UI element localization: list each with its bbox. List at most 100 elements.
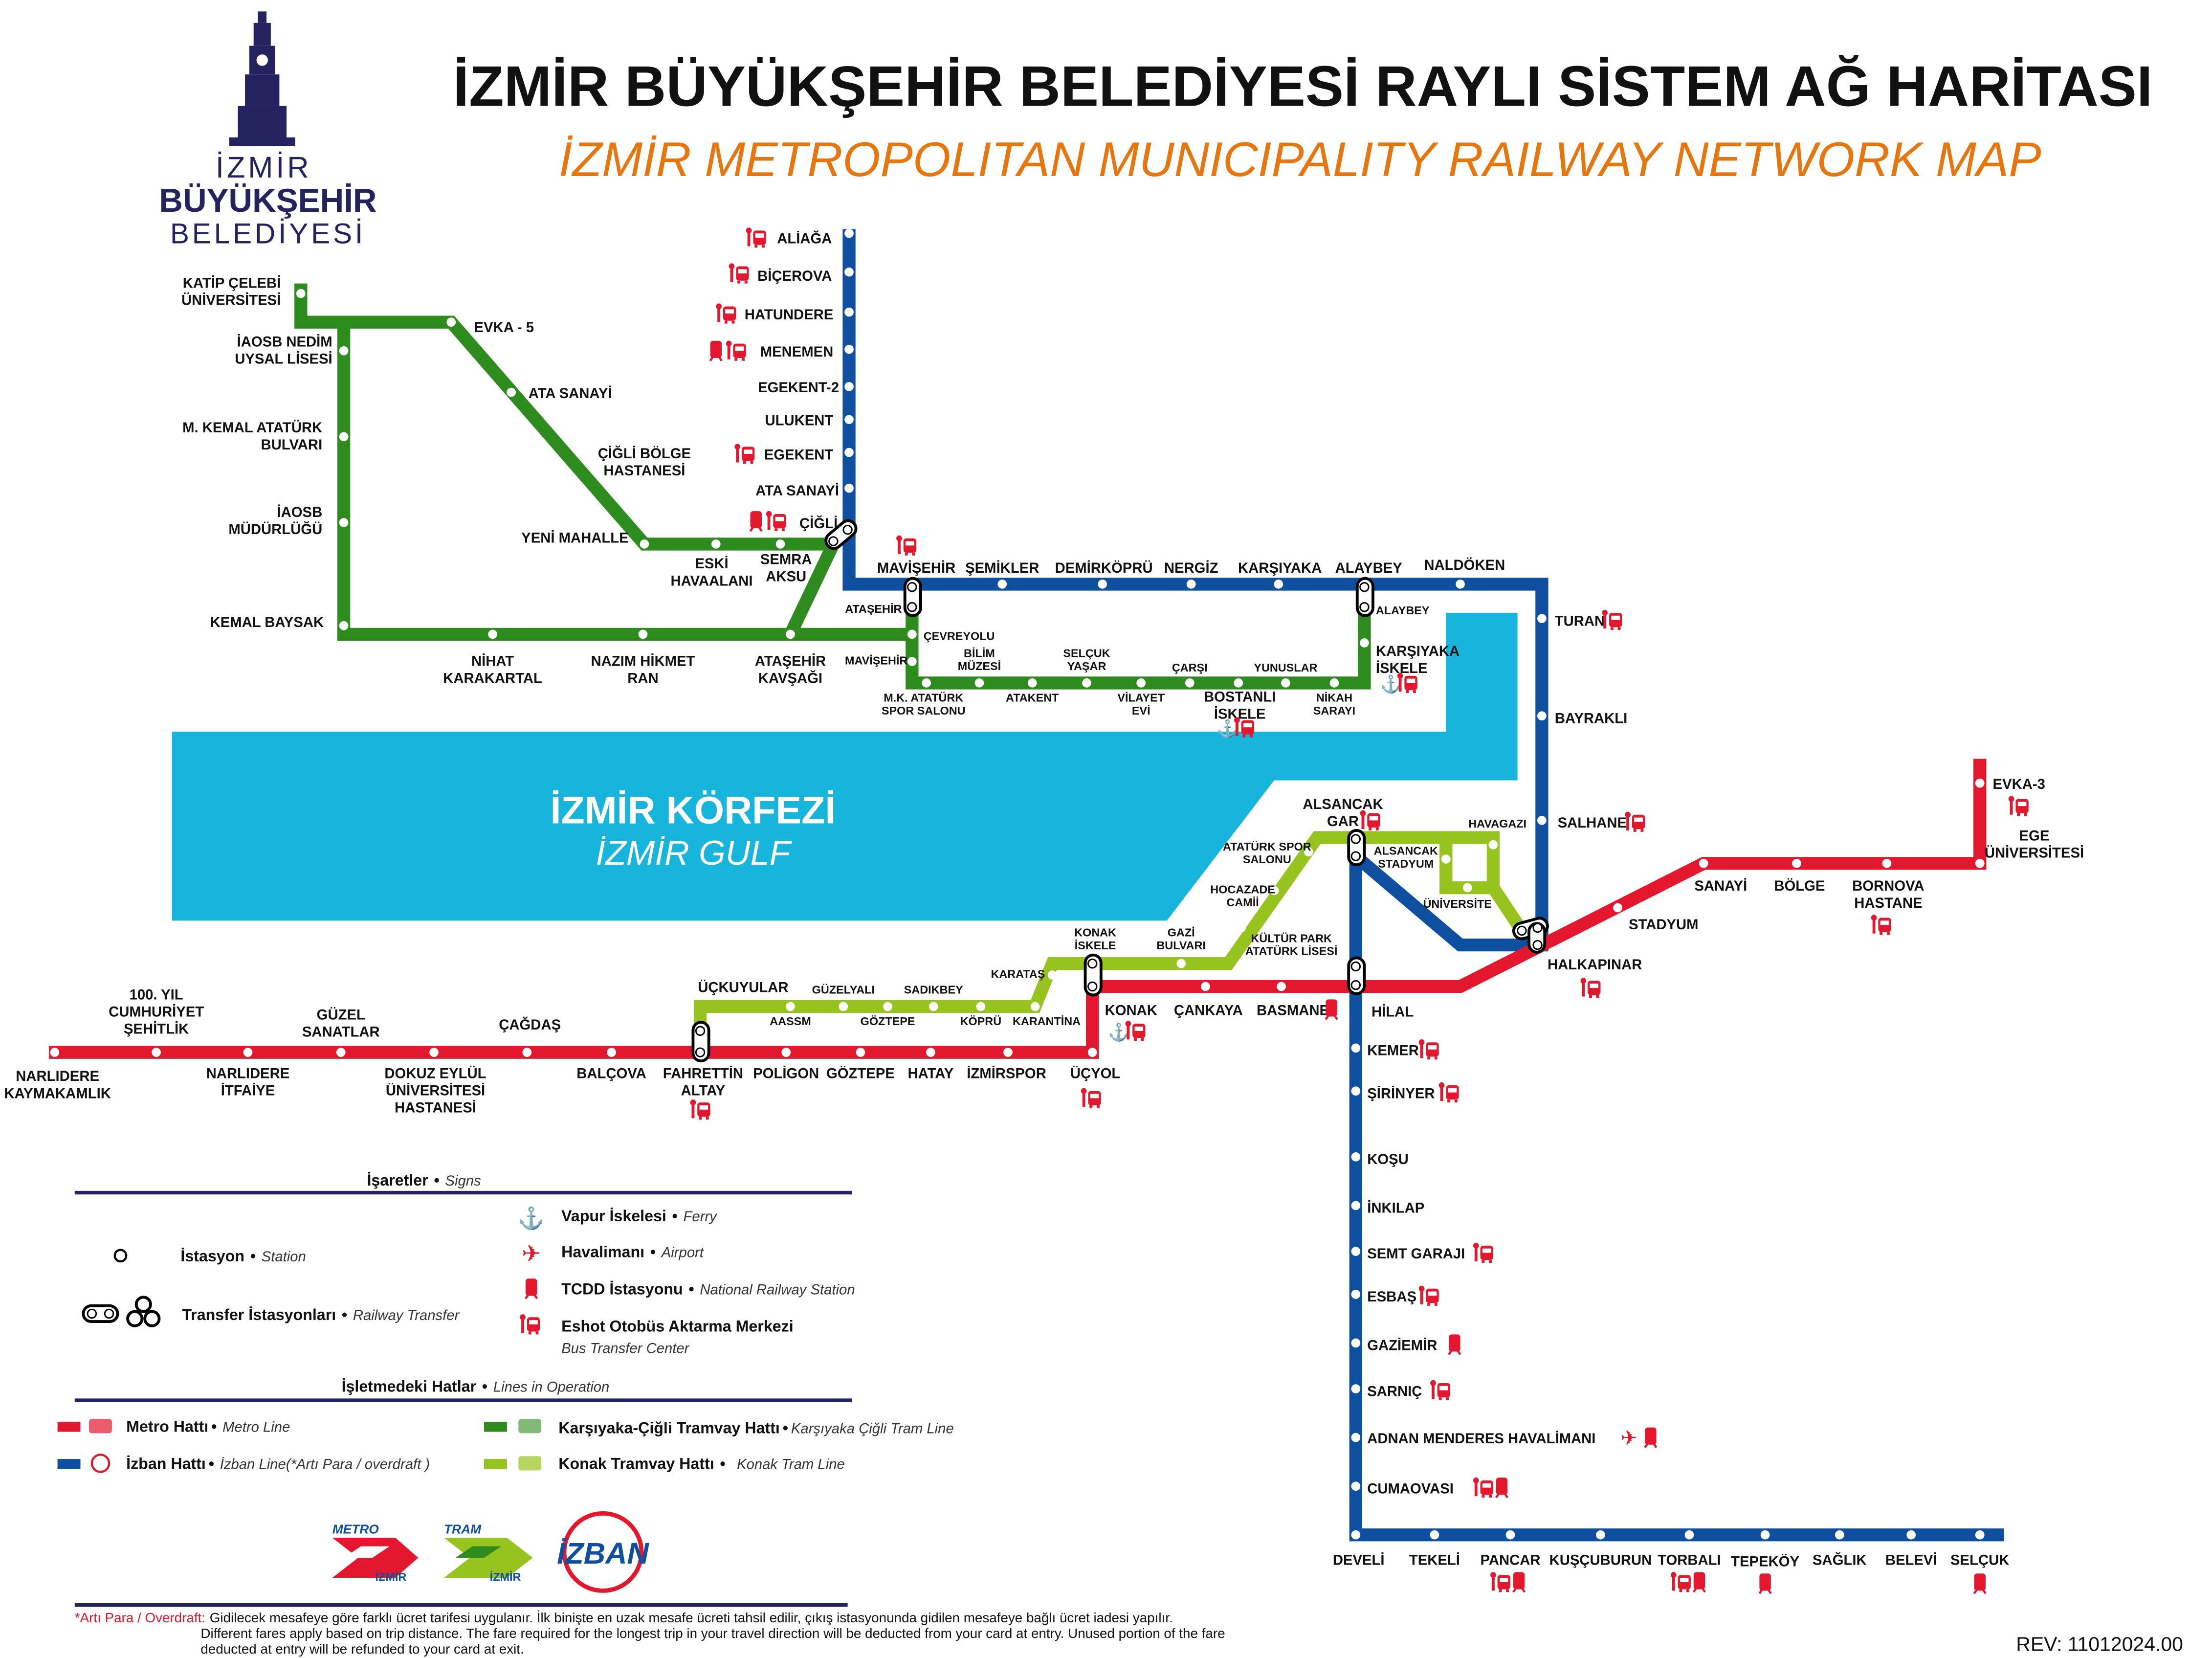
- station-dot[interactable]: [1351, 1338, 1361, 1348]
- station-metro[interactable]: SANAYİ: [1694, 858, 1747, 894]
- station-dot[interactable]: [1456, 580, 1465, 589]
- station-dot[interactable]: [1537, 711, 1547, 721]
- station-dot[interactable]: [1098, 580, 1107, 589]
- station-dot[interactable]: [1351, 1086, 1361, 1096]
- station-dot[interactable]: [1329, 678, 1339, 688]
- station-dot[interactable]: [1027, 678, 1037, 688]
- station-dot[interactable]: [1030, 1002, 1040, 1011]
- station-dot[interactable]: [997, 580, 1007, 589]
- station-dot[interactable]: [976, 1002, 986, 1011]
- station-konak_tram[interactable]: HAVAGAZI: [1468, 817, 1526, 850]
- station-izban[interactable]: SEMT GARAJI: [1351, 1243, 1493, 1263]
- station-dot[interactable]: [1047, 970, 1057, 980]
- station-dot[interactable]: [1441, 854, 1451, 864]
- station-dot[interactable]: [786, 629, 795, 639]
- station-dot[interactable]: [711, 539, 721, 549]
- station-dot[interactable]: [640, 539, 649, 549]
- station-metro[interactable]: KONAK⚓: [1105, 1003, 1157, 1042]
- station-cigli_tram[interactable]: YUNUSLAR: [1254, 661, 1318, 688]
- station-metro[interactable]: ÇAĞDAŞ: [499, 1016, 561, 1057]
- station-dot[interactable]: [1351, 1043, 1361, 1053]
- station-dot[interactable]: [1596, 1530, 1605, 1540]
- station-dot[interactable]: [152, 1048, 161, 1057]
- station-konak_tram[interactable]: SADIKBEY: [904, 984, 963, 1011]
- station-izban[interactable]: SELÇUK: [1950, 1530, 2009, 1593]
- station-dot[interactable]: [1237, 923, 1246, 933]
- station-dot[interactable]: [336, 1048, 346, 1057]
- station-izban[interactable]: SARNIÇ: [1351, 1380, 1451, 1401]
- station-cigli_tram[interactable]: ALAYBEY: [1376, 604, 1430, 617]
- station-dot[interactable]: [781, 1048, 791, 1057]
- station-dot[interactable]: [844, 382, 854, 391]
- station-konak_tram[interactable]: KARATAŞ: [991, 967, 1057, 980]
- station-dot[interactable]: [1082, 678, 1091, 688]
- station-dot[interactable]: [1699, 858, 1708, 868]
- station-izban[interactable]: ÇİĞLİ: [751, 511, 838, 532]
- station-dot[interactable]: [1176, 959, 1186, 968]
- station-dot[interactable]: [1613, 903, 1622, 913]
- station-dot[interactable]: [339, 346, 349, 356]
- station-dot[interactable]: [1277, 982, 1286, 991]
- station-izban[interactable]: HATUNDERE: [716, 303, 854, 324]
- station-metro[interactable]: ÇANKAYA: [1174, 982, 1243, 1019]
- station-dot[interactable]: [1003, 1048, 1013, 1057]
- station-cigli_tram[interactable]: ATAKENT: [1006, 678, 1059, 704]
- station-dot[interactable]: [1351, 1290, 1361, 1299]
- station-dot[interactable]: [1201, 982, 1210, 991]
- station-dot[interactable]: [786, 1002, 795, 1011]
- station-izban[interactable]: ALAYBEY: [1335, 560, 1403, 576]
- station-dot[interactable]: [844, 448, 854, 457]
- station-konak_tram[interactable]: ÜNİVERSİTE: [1423, 883, 1492, 910]
- station-dot[interactable]: [1351, 1481, 1361, 1491]
- station-izban[interactable]: ATA SANAYİ: [755, 483, 854, 499]
- station-dot[interactable]: [1351, 1384, 1361, 1394]
- station-cigli_tram[interactable]: MAVİŞEHİR: [845, 654, 917, 667]
- station-dot[interactable]: [1537, 614, 1547, 624]
- station-izban[interactable]: ŞİRİNYER: [1351, 1082, 1459, 1103]
- station-izban[interactable]: SAĞLIK: [1813, 1530, 1867, 1568]
- station-konak_tram[interactable]: AASSM: [770, 1002, 811, 1028]
- station-konak_tram[interactable]: ÜÇKUYULAR: [698, 980, 788, 996]
- station-metro[interactable]: GÖZTEPE: [826, 1048, 895, 1081]
- station-dot[interactable]: [339, 518, 349, 527]
- station-izban[interactable]: KEMER: [1351, 1039, 1439, 1060]
- station-konak_tram[interactable]: GÖZTEPE: [861, 1002, 915, 1028]
- station-metro[interactable]: BASMANE: [1257, 982, 1337, 1020]
- station-dot[interactable]: [1975, 858, 1985, 868]
- station-izban[interactable]: TURAN: [1537, 610, 1622, 630]
- station-dot[interactable]: [638, 629, 648, 639]
- station-dot[interactable]: [1906, 1530, 1916, 1540]
- station-dot[interactable]: [1351, 1201, 1361, 1210]
- station-dot[interactable]: [1760, 1530, 1770, 1540]
- station-izban[interactable]: HİLAL: [1371, 1004, 1414, 1020]
- station-metro[interactable]: STADYUM: [1613, 903, 1699, 933]
- station-dot[interactable]: [507, 387, 516, 397]
- station-izban[interactable]: TEPEKÖY: [1731, 1530, 1800, 1593]
- station-dot[interactable]: [1351, 1433, 1361, 1442]
- station-dot[interactable]: [1430, 1530, 1439, 1540]
- station-izban[interactable]: KUŞÇUBURUN: [1549, 1530, 1652, 1568]
- station-dot[interactable]: [446, 317, 456, 327]
- station-dot[interactable]: [883, 1002, 892, 1011]
- station-dot[interactable]: [1351, 1152, 1361, 1162]
- station-dot[interactable]: [1882, 858, 1892, 868]
- station-dot[interactable]: [839, 1002, 848, 1011]
- station-dot[interactable]: [488, 629, 497, 639]
- station-dot[interactable]: [1835, 1530, 1844, 1540]
- station-dot[interactable]: [1281, 678, 1290, 688]
